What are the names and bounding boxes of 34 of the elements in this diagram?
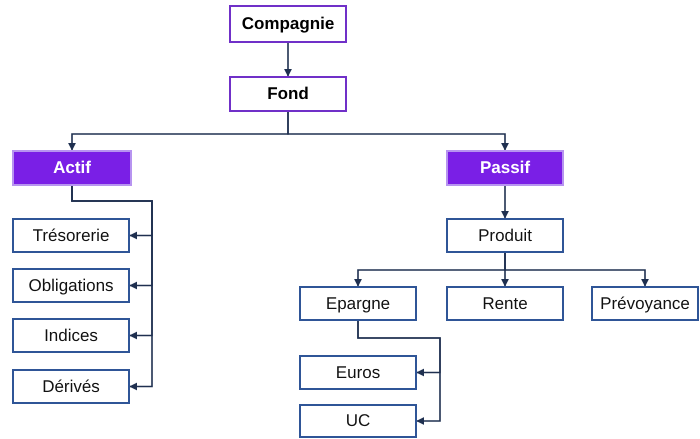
- node-label: Epargne: [326, 294, 390, 314]
- node-box: [299, 355, 417, 390]
- node-label: Produit: [478, 226, 532, 246]
- node-label: Indices: [44, 326, 98, 346]
- node-box: [229, 5, 347, 43]
- node-box: [229, 76, 347, 112]
- node-box: [446, 218, 564, 253]
- node-label: Actif: [53, 158, 91, 178]
- node-label: Rente: [482, 294, 528, 314]
- node-label: Fond: [267, 84, 309, 104]
- node-box: [446, 286, 564, 321]
- node-label: Obligations: [28, 276, 114, 296]
- connector-arrow: [287, 112, 509, 151]
- node-label: Trésorerie: [32, 226, 110, 246]
- node-box: [299, 286, 417, 321]
- connector-arrow: [284, 43, 292, 77]
- node-box: [12, 318, 130, 353]
- node-box: [12, 369, 130, 404]
- category-box: [12, 150, 132, 186]
- node-label: Dérivés: [42, 376, 100, 396]
- connector-arrow: [504, 253, 649, 287]
- node-label: Prévoyance: [600, 294, 690, 314]
- node-box: [591, 286, 699, 321]
- node-label: UC: [346, 411, 370, 431]
- connector-arrow: [501, 186, 509, 219]
- node-label: Passif: [480, 158, 530, 178]
- category-box: [446, 150, 564, 186]
- node-label: Compagnie: [242, 14, 334, 34]
- node-box: [12, 268, 130, 303]
- connector-arrow: [357, 321, 441, 425]
- node-box: [12, 218, 130, 253]
- node-box: [299, 404, 417, 438]
- connector-arrow: [71, 186, 153, 390]
- node-label: Euros: [336, 362, 380, 382]
